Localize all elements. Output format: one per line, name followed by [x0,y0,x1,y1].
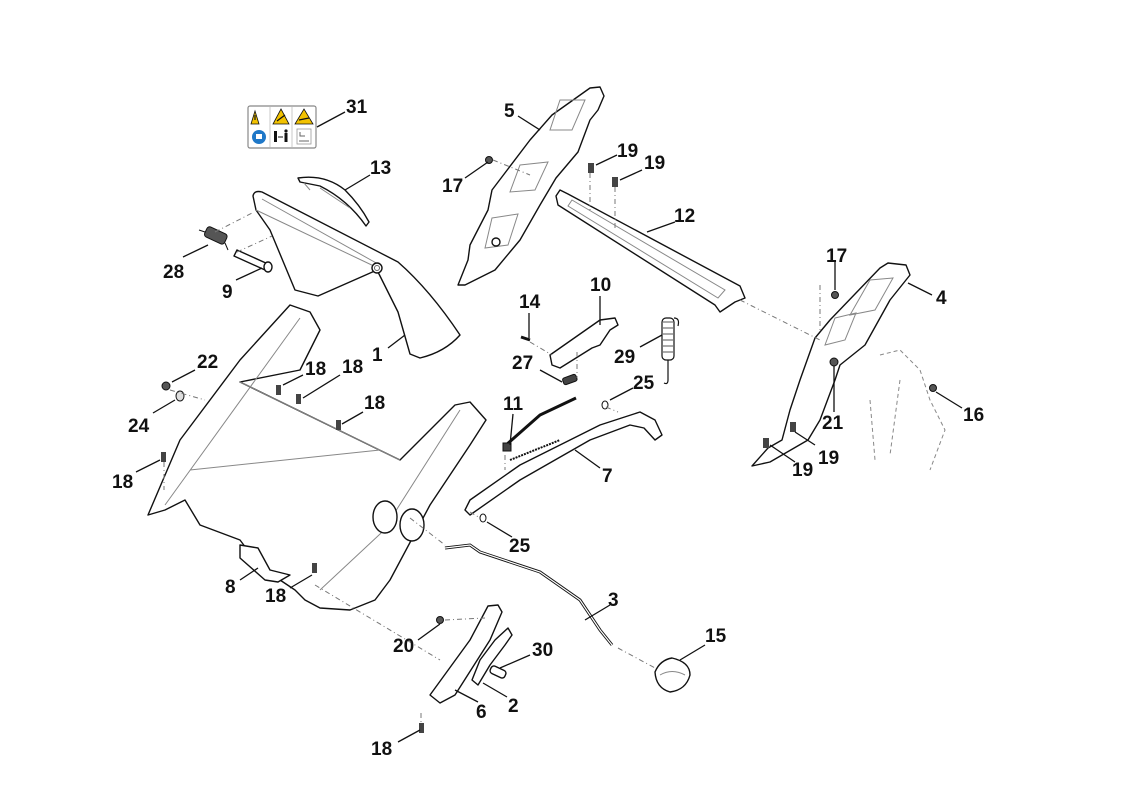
fastener-22-nut[interactable] [161,381,171,391]
fastener-18f[interactable] [419,723,424,733]
callout-15: 15 [705,626,727,647]
part-1-upper-handle[interactable] [252,190,461,359]
callout-2: 2 [508,696,519,717]
leader-lines [135,111,963,743]
callout-19-d: 19 [818,448,839,469]
callout-19-c: 19 [792,460,813,481]
part-2-latch[interactable] [471,627,513,686]
part-7-control-rod[interactable] [464,411,663,516]
warning-label-part-31[interactable] [247,105,317,149]
callout-17-left: 17 [442,176,463,197]
part-14-screw[interactable] [520,335,531,342]
fastener-17-right[interactable] [831,291,839,299]
callout-19-b: 19 [644,153,665,174]
callout-16: 16 [963,405,984,426]
part-10-lever[interactable] [549,317,619,369]
callout-24: 24 [128,416,150,437]
callout-18-d: 18 [112,472,133,493]
fastener-18e[interactable] [312,563,317,573]
callout-25-upper: 25 [633,373,655,394]
callout-25-lower: 25 [509,536,531,557]
fastener-18d[interactable] [161,452,166,462]
callout-17-right: 17 [826,246,847,267]
callout-14: 14 [519,292,541,313]
assembly-line [214,211,255,233]
callout-30: 30 [532,640,553,661]
callout-1: 1 [372,345,383,366]
fastener-18c[interactable] [336,420,341,430]
warning-triangle-icon [250,109,260,125]
fastener-24-washer[interactable] [175,390,185,402]
fastener-18a[interactable] [276,385,281,395]
part-11-cable[interactable] [502,396,577,452]
callout-11: 11 [503,394,524,415]
callout-6: 6 [476,702,487,723]
assembly-lines [163,159,821,722]
callout-8: 8 [225,577,236,598]
callout-27: 27 [512,353,533,374]
fastener-19a[interactable] [588,163,594,173]
callout-19-a: 19 [617,141,638,162]
callout-18-f: 18 [371,739,392,760]
callout-28: 28 [163,262,184,283]
callout-4: 4 [936,288,947,309]
disconnect-spark-plug-icon [296,128,312,145]
fastener-18b[interactable] [296,394,301,404]
part-28-spring[interactable] [198,226,229,251]
callout-13: 13 [370,158,391,179]
part-12-cross-tube[interactable] [555,189,746,313]
callout-5: 5 [504,101,515,122]
part-27-spring[interactable] [562,373,578,386]
fastener-16[interactable] [929,384,937,392]
callout-18-a: 18 [305,359,326,380]
fastener-21[interactable] [829,357,839,367]
fastener-19d[interactable] [790,422,796,432]
thrown-objects-warning-icon [272,108,290,125]
callout-labels: 31 13 28 9 1 5 17 19 19 12 17 4 14 10 29… [112,97,984,760]
callout-31: 31 [346,97,368,118]
engine-outline-ghost [869,349,946,471]
callout-12: 12 [674,206,695,227]
callout-18-e: 18 [265,586,286,607]
keep-distance-icon [274,129,288,142]
part-30-pin[interactable] [489,665,507,679]
callout-9: 9 [222,282,233,303]
read-manual-icon [252,130,266,144]
part-13-handle-cap[interactable] [297,176,370,227]
callout-29: 29 [614,347,635,368]
callout-20: 20 [393,636,414,657]
part-8-cover-plate[interactable] [239,544,291,583]
fastener-25b[interactable] [479,513,487,523]
callout-3: 3 [608,590,619,611]
part-6-side-bracket[interactable] [429,604,503,704]
part-15-knob[interactable] [654,657,691,693]
callout-22: 22 [197,352,218,373]
part-9-pin[interactable] [233,249,273,273]
part-3-rod[interactable] [444,543,614,646]
callout-7: 7 [602,466,613,487]
part-29-spring[interactable] [661,317,680,385]
part-5-left-bracket[interactable] [457,86,605,286]
callout-21: 21 [822,413,844,434]
assembly-line [236,235,273,253]
fastener-19c[interactable] [763,438,769,448]
fastener-19b[interactable] [612,177,618,187]
callout-10: 10 [590,275,611,296]
blade-hazard-warning-icon [294,108,314,125]
callout-18-b: 18 [342,357,363,378]
part-20-screw[interactable] [436,616,444,624]
callout-18-c: 18 [364,393,385,414]
